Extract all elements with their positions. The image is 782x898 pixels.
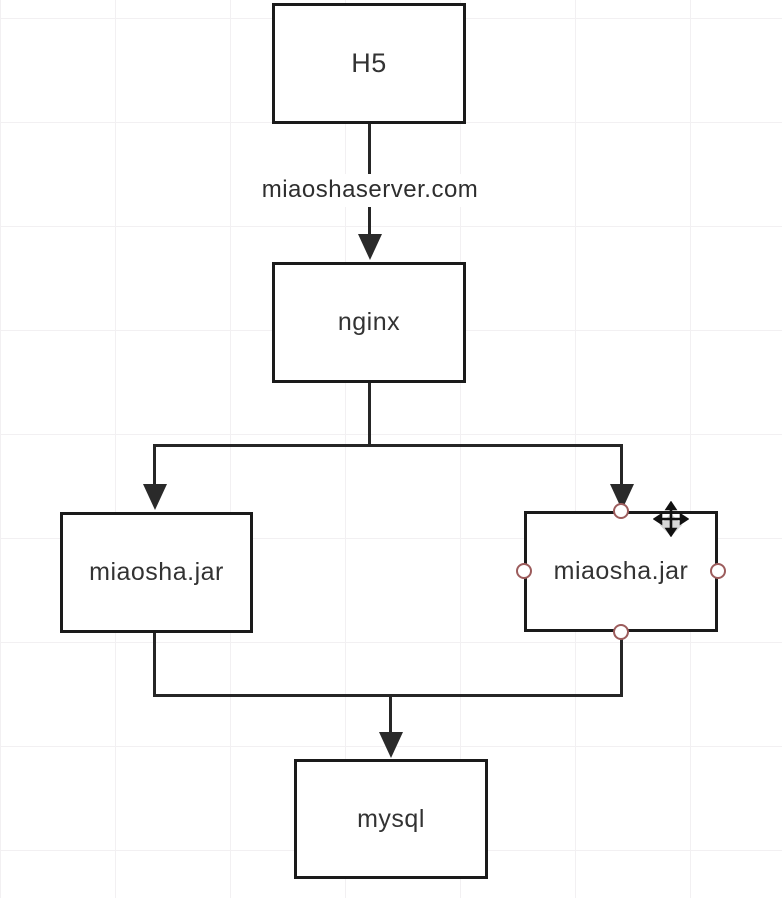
- selection-handle-right[interactable]: [710, 563, 726, 579]
- move-cursor-icon: [652, 500, 690, 538]
- node-nginx[interactable]: nginx: [272, 262, 466, 383]
- selection-handle-bottom[interactable]: [613, 624, 629, 640]
- edge-merge-horizontal[interactable]: [153, 694, 623, 697]
- node-nginx-label: nginx: [337, 308, 401, 336]
- node-miaosha-jar-left[interactable]: miaosha.jar: [60, 512, 253, 633]
- edge-branch-horizontal[interactable]: [153, 444, 623, 447]
- edge-h5-nginx-segment-bottom[interactable]: [368, 207, 371, 236]
- arrowhead-into-mysql: [379, 732, 403, 758]
- edge-merge-right-drop[interactable]: [620, 632, 623, 697]
- edge-h5-nginx-segment-top[interactable]: [368, 124, 371, 177]
- edge-merge-left-drop[interactable]: [153, 633, 156, 697]
- edge-label-miaoshaserver[interactable]: miaoshaserver.com: [250, 174, 490, 207]
- arrowhead-into-nginx: [358, 234, 382, 260]
- node-h5-label: H5: [351, 48, 387, 78]
- arrowhead-into-miaosha-left: [143, 484, 167, 510]
- edge-branch-right-drop[interactable]: [620, 444, 623, 486]
- selection-handle-left[interactable]: [516, 563, 532, 579]
- edge-branch-left-drop[interactable]: [153, 444, 156, 486]
- node-mysql-label: mysql: [357, 804, 425, 833]
- node-h5[interactable]: H5: [272, 3, 466, 124]
- node-miaosha-jar-right-label: miaosha.jar: [553, 557, 689, 585]
- selection-handle-top[interactable]: [613, 503, 629, 519]
- edge-merge-center-drop[interactable]: [389, 694, 392, 734]
- node-mysql[interactable]: mysql: [294, 759, 488, 879]
- edge-nginx-branch-stem[interactable]: [368, 383, 371, 447]
- node-miaosha-jar-left-label: miaosha.jar: [89, 558, 224, 586]
- node-miaosha-jar-right[interactable]: miaosha.jar: [524, 511, 718, 632]
